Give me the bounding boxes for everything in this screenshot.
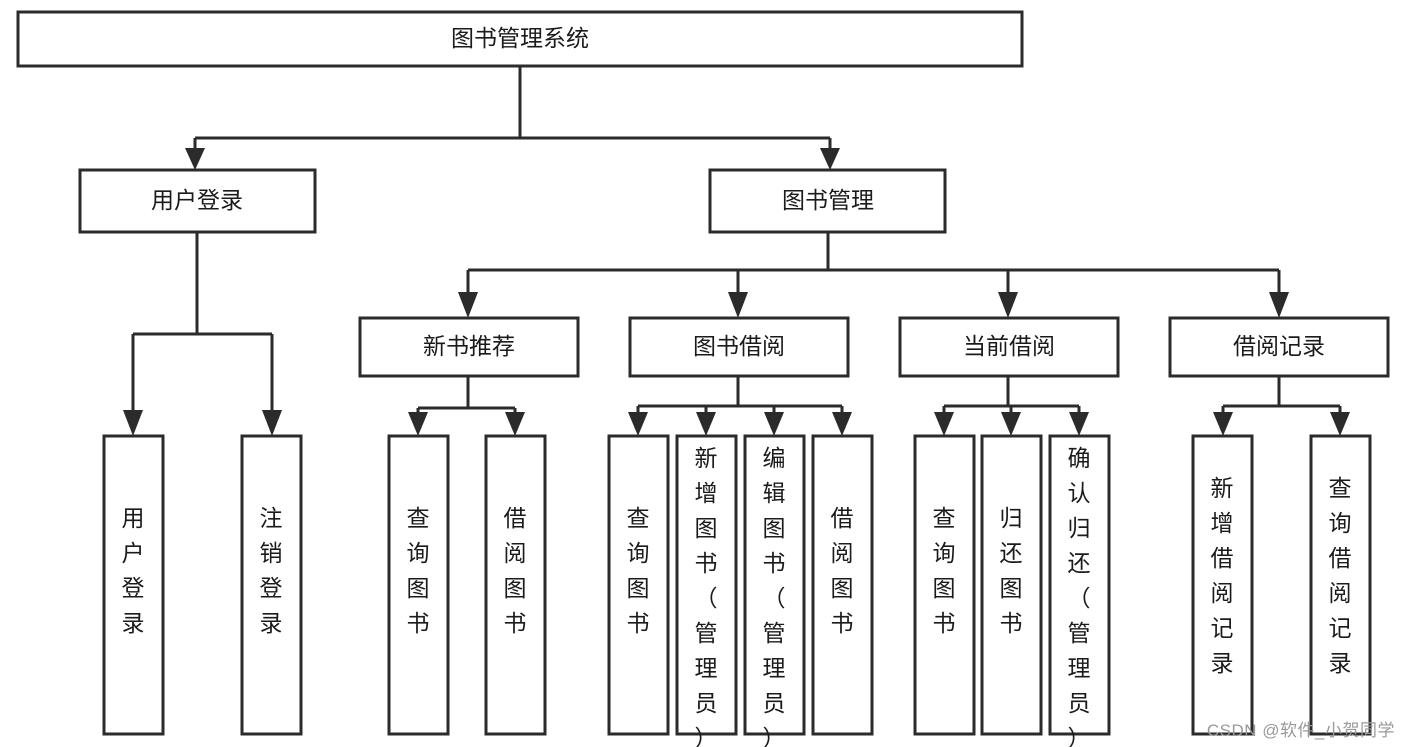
node-leaf-query-book-3-label: 查询图书 <box>933 505 956 636</box>
arrow-head-leaf-query-record <box>1330 412 1350 436</box>
arrow-head-leaf-confirm-return <box>1069 412 1089 436</box>
node-leaf-user-login-box[interactable] <box>102 434 165 736</box>
arrow-head-leaf-borrow-book-1 <box>505 412 525 436</box>
node-leaf-borrow-book-2-box[interactable] <box>811 434 874 736</box>
node-book-manage-label: 图书管理 <box>782 187 874 213</box>
node-leaf-add-record-box[interactable] <box>1191 434 1254 736</box>
arrow-head-leaf-add-book <box>696 412 716 436</box>
node-leaf-add-book-label: 新增图书（管理员） <box>695 445 718 747</box>
node-leaf-user-login-label: 用户登录 <box>122 505 145 636</box>
node-leaf-query-book-1-label: 查询图书 <box>407 505 430 636</box>
arrow-head-user-login <box>185 148 205 170</box>
node-leaf-user-logout[interactable]: 注销登录 <box>240 434 303 736</box>
node-leaf-edit-book-label: 编辑图书（管理员） <box>763 445 786 747</box>
node-borrow-record-label: 借阅记录 <box>1233 333 1325 359</box>
connector-group <box>123 66 1350 436</box>
node-book-borrow[interactable]: 图书借阅 <box>628 316 850 378</box>
arrow-head-leaf-return-book <box>1001 412 1021 436</box>
node-new-book-recommend-label: 新书推荐 <box>423 333 515 359</box>
node-leaf-query-book-2[interactable]: 查询图书 <box>607 434 670 736</box>
node-leaf-borrow-book-1[interactable]: 借阅图书 <box>484 434 547 736</box>
arrow-head-borrow-record <box>1269 292 1289 318</box>
arrow-head-leaf-query-book-1 <box>408 412 428 436</box>
node-current-borrow-label: 当前借阅 <box>963 333 1055 359</box>
node-leaf-confirm-return[interactable]: 确认归还（管理员） <box>1048 434 1111 747</box>
node-leaf-query-record[interactable]: 查询借阅记录 <box>1309 434 1372 736</box>
node-book-borrow-box[interactable] <box>628 316 850 378</box>
watermark-label: CSDN @软件_小贺同学 <box>1206 721 1395 740</box>
arrow-head-leaf-user-logout <box>262 410 282 436</box>
arrow-head-leaf-query-book-2 <box>628 412 648 436</box>
node-leaf-query-book-2-label: 查询图书 <box>627 505 650 636</box>
node-leaf-query-book-1[interactable]: 查询图书 <box>387 434 450 736</box>
node-leaf-borrow-book-1-box[interactable] <box>484 434 547 736</box>
node-borrow-record-box[interactable] <box>1168 316 1390 378</box>
arrow-head-book-manage <box>820 148 840 170</box>
node-book-borrow-label: 图书借阅 <box>693 333 785 359</box>
node-leaf-edit-book[interactable]: 编辑图书（管理员） <box>743 434 806 747</box>
arrow-head-new-book-recommend <box>458 292 478 318</box>
node-leaf-query-book-1-box[interactable] <box>387 434 450 736</box>
arrow-head-leaf-add-record <box>1213 412 1233 436</box>
arrow-head-leaf-borrow-book-2 <box>832 412 852 436</box>
node-leaf-user-logout-label: 注销登录 <box>260 505 283 636</box>
node-root-label: 图书管理系统 <box>451 25 589 51</box>
node-leaf-user-login[interactable]: 用户登录 <box>102 434 165 736</box>
arrow-head-current-borrow <box>998 292 1018 318</box>
node-leaf-query-book-3[interactable]: 查询图书 <box>913 434 976 736</box>
arrow-head-book-borrow <box>728 292 748 318</box>
node-current-borrow-box[interactable] <box>898 316 1120 378</box>
node-leaf-user-logout-box[interactable] <box>240 434 303 736</box>
node-new-book-recommend[interactable]: 新书推荐 <box>358 316 580 378</box>
node-leaf-edit-book-box[interactable] <box>743 434 806 736</box>
node-leaf-return-book-box[interactable] <box>980 434 1043 736</box>
node-root-box[interactable] <box>16 10 1024 68</box>
node-leaf-confirm-return-label: 确认归还（管理员） <box>1068 445 1091 747</box>
node-leaf-query-book-3-box[interactable] <box>913 434 976 736</box>
node-leaf-return-book-label: 归还图书 <box>1000 505 1023 636</box>
node-user-login-box[interactable] <box>78 168 317 234</box>
node-current-borrow[interactable]: 当前借阅 <box>898 316 1120 378</box>
node-leaf-confirm-return-box[interactable] <box>1048 434 1111 736</box>
node-leaf-add-book-box[interactable] <box>675 434 738 736</box>
node-user-login[interactable]: 用户登录 <box>78 168 317 234</box>
node-leaf-borrow-book-1-label: 借阅图书 <box>504 505 527 636</box>
node-leaf-add-record[interactable]: 新增借阅记录 <box>1191 434 1254 736</box>
node-root[interactable]: 图书管理系统 <box>16 10 1024 68</box>
arrow-head-leaf-user-login <box>123 410 143 436</box>
node-new-book-recommend-box[interactable] <box>358 316 580 378</box>
arrow-head-leaf-edit-book <box>764 412 784 436</box>
arrow-head-leaf-query-book-3 <box>934 412 954 436</box>
node-leaf-borrow-book-2[interactable]: 借阅图书 <box>811 434 874 736</box>
node-leaf-add-book[interactable]: 新增图书（管理员） <box>675 434 738 747</box>
node-book-manage-box[interactable] <box>708 168 947 234</box>
node-user-login-label: 用户登录 <box>151 187 243 213</box>
node-leaf-query-book-2-box[interactable] <box>607 434 670 736</box>
node-book-manage[interactable]: 图书管理 <box>708 168 947 234</box>
node-leaf-borrow-book-2-label: 借阅图书 <box>831 505 854 636</box>
node-leaf-query-record-label: 查询借阅记录 <box>1329 475 1352 676</box>
node-borrow-record[interactable]: 借阅记录 <box>1168 316 1390 378</box>
node-leaf-query-record-box[interactable] <box>1309 434 1372 736</box>
node-leaf-add-record-label: 新增借阅记录 <box>1211 475 1234 676</box>
node-leaf-return-book[interactable]: 归还图书 <box>980 434 1043 736</box>
